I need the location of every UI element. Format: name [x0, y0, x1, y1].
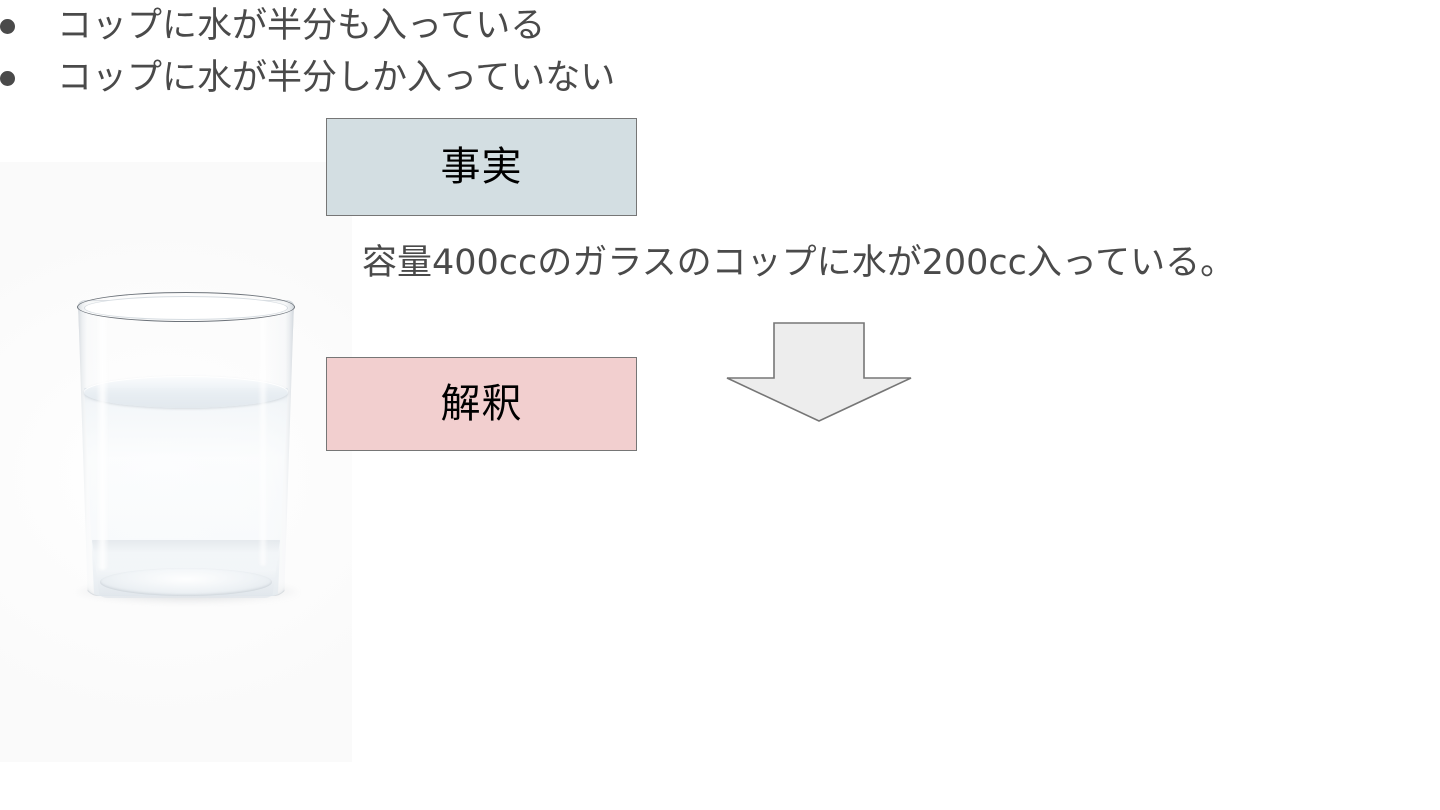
list-item: コップに水が半分も入っている [0, 0, 1440, 52]
glass-highlight-right [258, 316, 268, 566]
fact-label-text: 事実 [440, 144, 523, 190]
glass-base-ellipse [100, 568, 272, 596]
interpretation-label-box: 解釈 [326, 357, 637, 451]
fact-statement: 容量400ccのガラスのコップに水が200cc入っている。 [362, 243, 1236, 283]
bullet-dot-icon [0, 70, 15, 86]
fact-label-box: 事実 [326, 118, 637, 216]
down-arrow-svg [726, 322, 912, 422]
list-item-label: コップに水が半分しか入っていない [57, 58, 616, 97]
glass-of-water-photo [62, 292, 310, 612]
down-arrow-icon [726, 322, 912, 422]
down-arrow-shape [726, 322, 912, 422]
list-item: コップに水が半分しか入っていない [0, 52, 1440, 104]
interpretation-label-text: 解釈 [440, 381, 523, 427]
water-surface [84, 376, 288, 408]
glass-highlight-left [96, 312, 109, 570]
glass-rim-inner [84, 296, 288, 320]
bullet-dot-icon [0, 18, 15, 34]
list-item-label: コップに水が半分も入っている [57, 6, 546, 45]
interpretation-list: コップに水が半分も入っている コップに水が半分しか入っていない [0, 0, 1440, 104]
